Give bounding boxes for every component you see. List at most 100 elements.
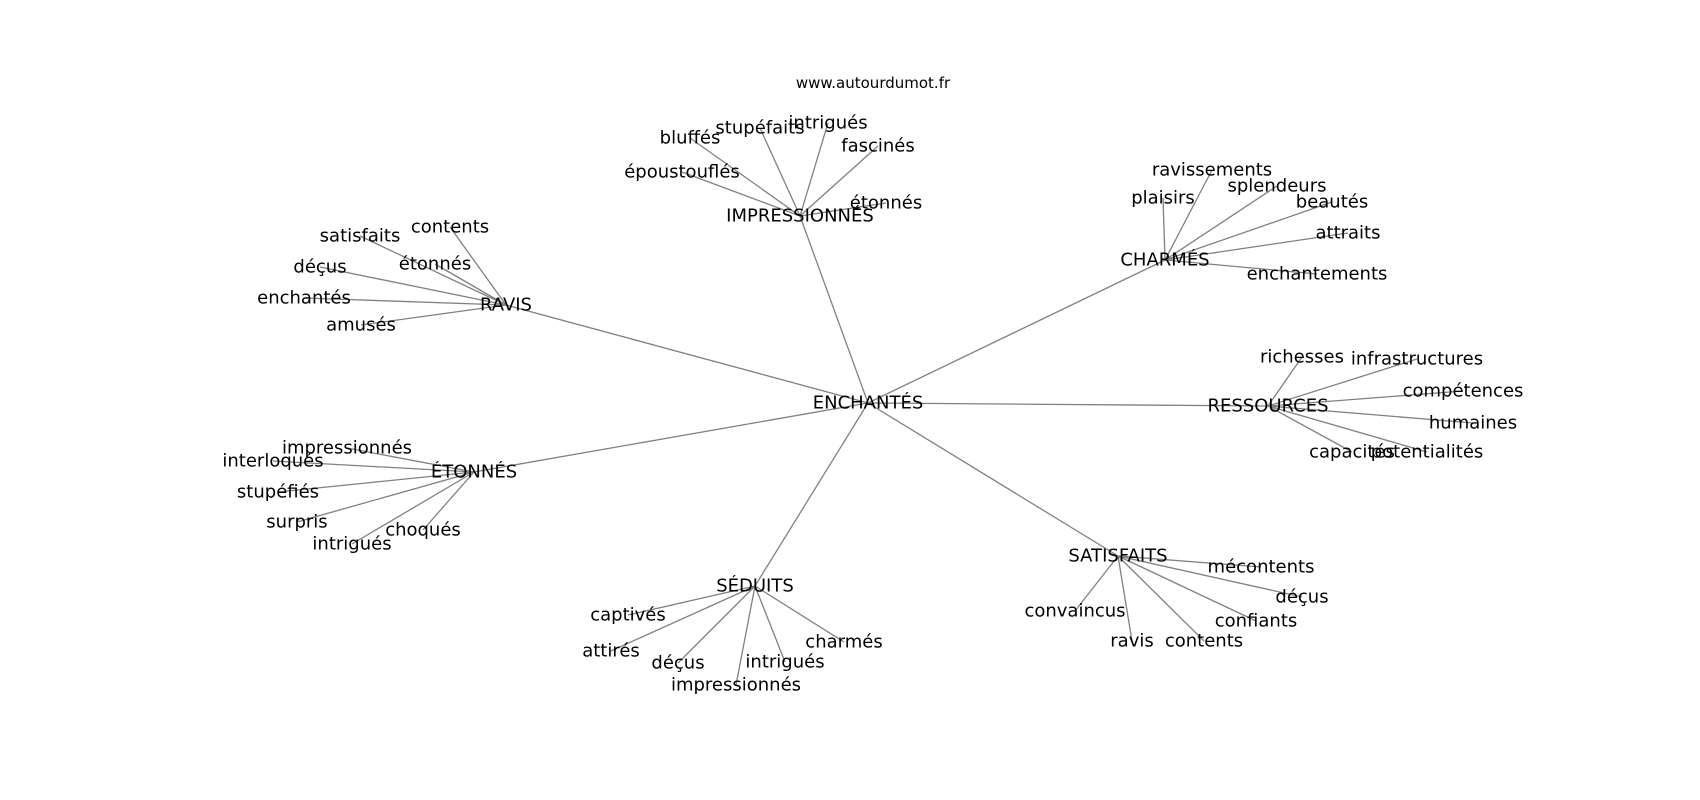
word-node[interactable]: déçus	[651, 653, 704, 674]
edge-etonnes-word	[277, 471, 475, 493]
edge-etonnes-word	[296, 471, 475, 523]
group-node-satisfaits[interactable]: SATISFAITS	[1068, 546, 1167, 567]
word-node[interactable]: enchantements	[1247, 264, 1388, 285]
word-node[interactable]: attirés	[582, 641, 640, 662]
word-node[interactable]: beautés	[1296, 192, 1368, 213]
edge-charmes-word	[1164, 259, 1318, 275]
edge-charmes-word	[1164, 232, 1349, 261]
edge-ravis-word	[360, 304, 507, 326]
edge-satisfaits-word	[1117, 555, 1262, 568]
edge-satisfaits-word	[1117, 555, 1303, 598]
edge-center-satisfaits	[867, 402, 1119, 557]
edge-ravis-word	[319, 266, 507, 306]
word-node[interactable]: étonnés	[850, 193, 922, 214]
word-node[interactable]: capacités	[1309, 442, 1395, 463]
edge-center-impressionnes	[799, 215, 869, 404]
edge-center-ressources	[867, 402, 1269, 407]
group-node-charmes[interactable]: CHARMÉS	[1120, 249, 1209, 271]
edge-etonnes-word	[351, 471, 475, 545]
word-node[interactable]: intrigués	[745, 652, 824, 673]
word-node[interactable]: étonnés	[399, 254, 471, 275]
edge-center-charmes	[867, 259, 1166, 404]
word-node[interactable]: stupéfaits	[715, 118, 804, 139]
edge-satisfaits-word	[1117, 555, 1205, 642]
word-node[interactable]: confiants	[1215, 611, 1298, 632]
label-layer: époustouflésbluffésstupéfaitsintriguésfa…	[222, 113, 1523, 696]
word-node[interactable]: déçus	[293, 257, 346, 278]
edge-ravis-word	[359, 235, 507, 306]
edge-ressources-word	[1267, 358, 1418, 407]
edge-impressionnes-word	[799, 145, 879, 217]
edge-seduits-word	[627, 585, 756, 616]
word-node[interactable]: splendeurs	[1228, 176, 1327, 197]
edge-charmes-word	[1164, 185, 1278, 261]
word-node[interactable]: ravissements	[1152, 160, 1272, 181]
edge-ravis-word	[449, 226, 507, 306]
edge-impressionnes-word	[759, 127, 801, 217]
word-node[interactable]: impressionnés	[671, 675, 801, 696]
word-node[interactable]: surpris	[266, 512, 327, 533]
word-node[interactable]: stupéfiés	[237, 482, 319, 503]
edge-etonnes-word	[346, 447, 475, 473]
edge-ressources-word	[1267, 390, 1464, 407]
edge-layer	[272, 122, 1474, 686]
word-node[interactable]: infrastructures	[1351, 349, 1483, 370]
edge-seduits-word	[677, 585, 756, 664]
edge-etonnes-word	[422, 471, 475, 531]
edge-center-etonnes	[473, 402, 869, 473]
word-node[interactable]: bluffés	[660, 128, 721, 149]
edge-charmes-word	[1162, 197, 1166, 261]
edge-etonnes-word	[272, 460, 475, 473]
edge-ravis-word	[434, 263, 507, 306]
edge-ressources-word	[1267, 356, 1303, 407]
word-node[interactable]: contents	[1165, 631, 1243, 652]
word-node[interactable]: interloqués	[222, 451, 323, 472]
word-node[interactable]: intrigués	[788, 113, 867, 134]
edge-ressources-word	[1267, 405, 1474, 424]
edge-satisfaits-word	[1074, 555, 1119, 612]
word-node[interactable]: ravis	[1110, 631, 1153, 652]
word-node[interactable]: potentialités	[1371, 442, 1484, 463]
edge-ressources-word	[1267, 405, 1428, 453]
word-node[interactable]: déçus	[1275, 587, 1328, 608]
edge-seduits-word	[610, 585, 756, 652]
group-node-ressources[interactable]: RESSOURCES	[1207, 396, 1328, 417]
word-node[interactable]: impressionnés	[282, 438, 412, 459]
site-credit: www.autourdumot.fr	[796, 74, 951, 92]
edge-impressionnes-word	[689, 137, 801, 217]
group-node-seduits[interactable]: SÉDUITS	[716, 575, 794, 597]
word-node[interactable]: fascinés	[841, 136, 915, 157]
word-node[interactable]: convaincus	[1024, 601, 1125, 622]
word-node[interactable]: mécontents	[1208, 557, 1315, 578]
edge-center-ravis	[505, 304, 869, 404]
edge-seduits-word	[754, 585, 845, 643]
word-node[interactable]: intrigués	[312, 534, 391, 555]
edge-satisfaits-word	[1117, 555, 1133, 642]
word-node[interactable]: richesses	[1260, 347, 1344, 368]
word-node[interactable]: amusés	[326, 315, 396, 336]
group-node-impressionnes[interactable]: IMPRESSIONNÉS	[726, 205, 874, 227]
edge-ravis-word	[303, 297, 507, 306]
edge-seduits-word	[754, 585, 786, 663]
word-node[interactable]: compétences	[1403, 381, 1524, 402]
word-node[interactable]: choqués	[385, 520, 461, 541]
center-node[interactable]: ENCHANTÉS	[813, 392, 924, 414]
group-node-etonnes[interactable]: ÉTONNÉS	[431, 461, 517, 483]
group-node-ravis[interactable]: RAVIS	[480, 295, 532, 316]
word-node[interactable]: plaisirs	[1131, 188, 1195, 209]
word-node[interactable]: enchantés	[257, 288, 351, 309]
edge-satisfaits-word	[1117, 555, 1257, 622]
word-node[interactable]: époustouflés	[624, 162, 740, 183]
edge-impressionnes-word	[681, 171, 801, 217]
word-node[interactable]: humaines	[1429, 413, 1517, 434]
word-node[interactable]: attraits	[1315, 223, 1380, 244]
edge-seduits-word	[735, 585, 756, 686]
word-node[interactable]: contents	[411, 217, 489, 238]
edge-charmes-word	[1164, 169, 1213, 261]
word-node[interactable]: charmés	[805, 632, 882, 653]
edge-center-seduits	[754, 402, 869, 587]
word-node[interactable]: satisfaits	[320, 226, 401, 247]
edge-charmes-word	[1164, 201, 1333, 261]
word-node[interactable]: captivés	[590, 605, 666, 626]
